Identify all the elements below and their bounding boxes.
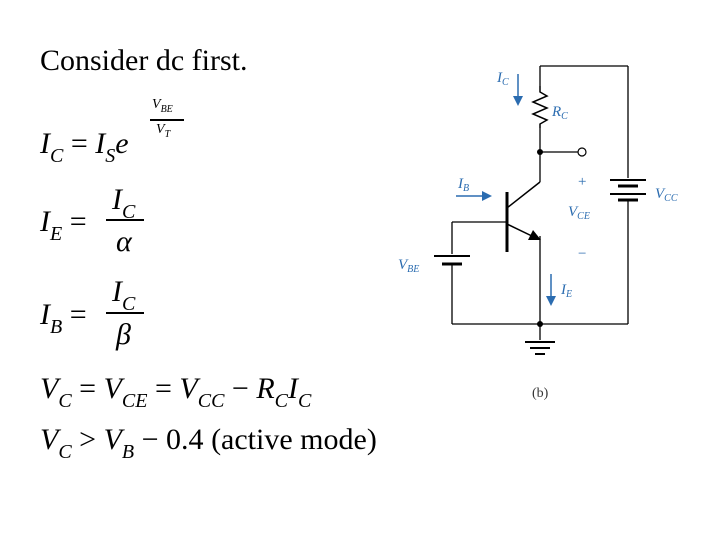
eq3-num-i: I (112, 275, 122, 308)
rc-resistor (531, 86, 549, 128)
eq5-vc-sub: C (58, 441, 72, 463)
eq4-minus: − (231, 372, 249, 405)
eq1-is-sub: S (105, 145, 116, 167)
eq4-vc: V (40, 372, 59, 405)
eq4-rc: R (256, 372, 275, 405)
label-vcc: VCC (655, 186, 678, 204)
label-vce: VCE (568, 204, 590, 222)
eq4-equals-2: = (154, 372, 172, 405)
ground-icon (525, 341, 555, 355)
eq2-num-sub: C (122, 201, 136, 223)
label-plus: + (578, 174, 586, 190)
eq2-numerator: IC (112, 183, 135, 223)
eq1-exp-num-sub: BE (160, 103, 173, 115)
eq4-ic: I (288, 372, 299, 405)
ic-arrowhead-icon (513, 96, 523, 106)
eq1-is: I (95, 127, 106, 160)
eq4-rc-sub: C (274, 390, 289, 412)
eq5-offset: − 0.4 (141, 423, 204, 456)
eq1-lhs-sub: C (50, 145, 64, 167)
current-arrows (456, 74, 556, 306)
eq5-vc: V (40, 423, 59, 456)
eq1-exp-den-sub: T (164, 128, 171, 140)
equation-active-mode: VC > VB − 0.4 (active mode) (40, 423, 377, 463)
circuit-wires (451, 65, 629, 340)
eq2-fraction-line (106, 219, 144, 221)
equation-vc: VC = VCE = VCC − RCIC (40, 372, 311, 412)
eq1-exp-fraction-line (150, 119, 184, 121)
equation-ie: IE = (40, 205, 87, 245)
figure-caption: (b) (532, 386, 549, 401)
eq4-vcc-sub: CC (197, 390, 225, 412)
eq2-equals: = (69, 205, 87, 238)
label-ic: IC (496, 70, 509, 88)
eq4-vc-sub: C (58, 390, 72, 412)
slide-title: Consider dc first. (40, 44, 248, 77)
vcc-battery-icon (610, 179, 646, 206)
eq2-num-i: I (112, 183, 122, 216)
eq2-denominator: α (116, 225, 132, 258)
eq4-vcc: V (179, 372, 198, 405)
eq4-equals-1: = (79, 372, 97, 405)
eq5-greater-than: > (79, 423, 97, 456)
circuit-labels: IC RC IB + VCE − VCC VBE IE (398, 70, 678, 300)
eq2-lhs: I (40, 205, 50, 238)
eq1-exp-num: VBE (152, 97, 173, 115)
eq4-vce: V (103, 372, 122, 405)
label-vbe: VBE (398, 257, 419, 275)
eq1-e: e (115, 127, 129, 160)
eq5-mode-note: (active mode) (211, 423, 377, 456)
vbe-battery-icon (434, 255, 470, 272)
eq5-vb-sub: B (121, 441, 135, 463)
ie-arrowhead-icon (546, 296, 556, 306)
npn-transistor-icon (505, 181, 541, 252)
collector-node (537, 149, 543, 155)
eq1-equals: = (70, 127, 88, 160)
eq1-lhs: I (40, 127, 50, 160)
equation-ib: IB = (40, 298, 87, 338)
eq3-fraction-line (106, 312, 144, 314)
eq4-vce-sub: CE (121, 390, 148, 412)
eq3-denominator: β (116, 318, 131, 351)
equation-ic: IC = ISe (40, 127, 129, 167)
ib-arrowhead-icon (482, 191, 492, 201)
label-ib: IB (457, 176, 469, 194)
eq1-exp-num-v: V (152, 97, 161, 112)
emitter-node (537, 321, 543, 327)
eq3-lhs: I (40, 298, 50, 331)
label-minus: − (578, 246, 586, 262)
label-ie: IE (560, 282, 572, 300)
eq5-vb: V (103, 423, 122, 456)
eq1-exp-den-v: V (156, 122, 165, 137)
eq2-lhs-sub: E (50, 223, 63, 245)
eq3-equals: = (69, 298, 87, 331)
eq1-exp-den: VT (156, 122, 170, 140)
eq3-lhs-sub: B (50, 316, 63, 338)
eq3-num-sub: C (122, 293, 136, 315)
vc-terminal-icon (577, 147, 587, 157)
eq3-numerator: IC (112, 275, 135, 315)
eq4-ic-sub: C (298, 390, 312, 412)
label-rc: RC (551, 104, 568, 122)
